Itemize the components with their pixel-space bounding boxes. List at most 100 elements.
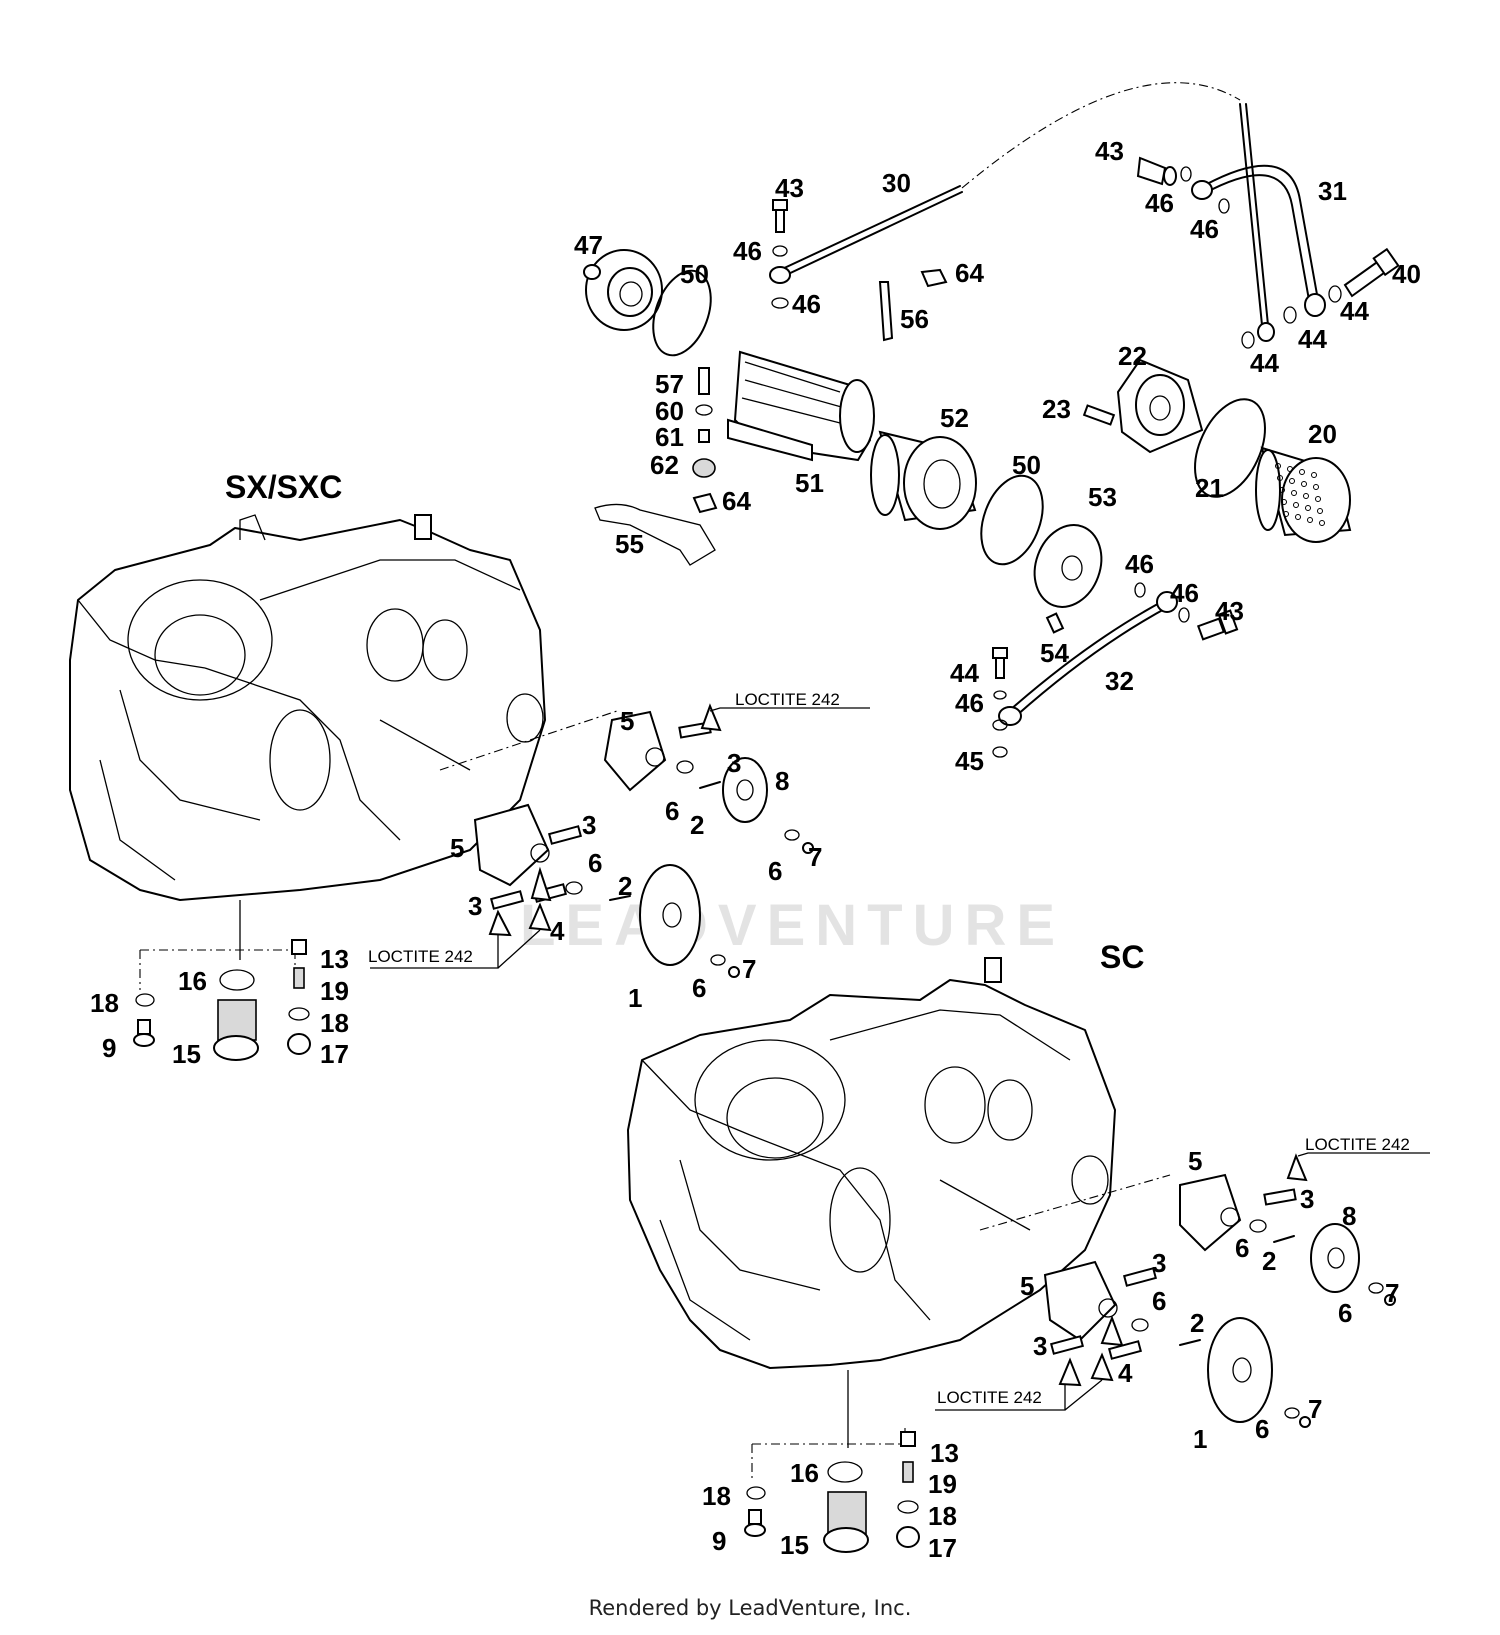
callout-label: 17: [928, 1533, 957, 1563]
plate-56: [594, 503, 716, 566]
callout-label: 6: [692, 973, 706, 1003]
callout-label: 51: [795, 468, 824, 498]
washer-46: [1180, 166, 1192, 182]
callout-numbers: 43 43 30 31 46 46 46 46 47 50 40 64 56 4…: [90, 136, 1421, 1563]
callout-label: 44: [1298, 324, 1327, 354]
loctite-note: LOCTITE 242: [368, 947, 473, 966]
screw-55: [1045, 612, 1065, 634]
strainer-holes: [1275, 463, 1325, 526]
strainer-hole: [1311, 472, 1317, 478]
filter-element-53: [870, 430, 977, 530]
callout-label: 60: [655, 396, 684, 426]
callout-label: 16: [790, 1458, 819, 1488]
callout-label: 30: [882, 168, 911, 198]
callout-label: 3: [1300, 1184, 1314, 1214]
callout-label: 7: [742, 954, 756, 984]
strainer-hole: [1277, 475, 1283, 481]
washer-45: [1283, 306, 1297, 324]
oil-pump-lower-sx: [473, 803, 740, 978]
callout-label: 4: [550, 916, 565, 946]
callout-label: 6: [1255, 1414, 1269, 1444]
callout-label: 17: [320, 1039, 349, 1069]
oil-pump-upper-sc: [1179, 1153, 1396, 1306]
o-ring-51: [980, 474, 1044, 566]
callout-label: 56: [900, 304, 929, 334]
engine-case-sx-sxc: [69, 514, 546, 901]
filter-housing-52: [727, 350, 875, 462]
callout-label: 22: [1118, 341, 1147, 371]
callout-label: 46: [955, 688, 984, 718]
callout-label: 3: [582, 810, 596, 840]
callout-label: 57: [655, 369, 684, 399]
callout-label: 18: [702, 1481, 731, 1511]
callout-label: 6: [588, 848, 602, 878]
filter-cover-50: [583, 249, 663, 331]
o-ring-51: [652, 269, 712, 357]
strainer-hole: [1319, 520, 1325, 526]
callout-label: 44: [950, 658, 979, 688]
callout-label: 31: [1318, 176, 1347, 206]
oil-line-30: [779, 82, 1241, 277]
callout-label: 46: [1170, 578, 1199, 608]
bolt-23: [1082, 404, 1116, 426]
callout-label: 61: [655, 422, 684, 452]
washer-46: [1218, 198, 1230, 214]
callout-label: 46: [792, 289, 821, 319]
callout-label: 62: [650, 450, 679, 480]
callout-label: 64: [722, 486, 751, 516]
callout-label: 64: [955, 258, 984, 288]
callout-label: 23: [1042, 394, 1071, 424]
oil-line-vertical: [1239, 103, 1275, 342]
oil-pump-upper-sx: [603, 703, 814, 854]
callout-label: 9: [102, 1033, 116, 1063]
loctite-note: LOCTITE 242: [1305, 1135, 1410, 1154]
callout-label: 18: [928, 1501, 957, 1531]
strainer-hole: [1305, 505, 1311, 511]
callout-label: 3: [1152, 1248, 1166, 1278]
callout-label: 2: [690, 810, 704, 840]
strainer-hole: [1303, 493, 1309, 499]
callout-label: 19: [928, 1469, 957, 1499]
callout-label: 19: [320, 976, 349, 1006]
clip-64-top: [920, 268, 948, 288]
loctite-note: LOCTITE 242: [937, 1388, 1042, 1407]
strainer-hole: [1287, 466, 1293, 472]
callout-label: 44: [1340, 296, 1369, 326]
engine-case-sc: [627, 957, 1116, 1369]
callout-label: 7: [1308, 1394, 1322, 1424]
washer-46: [1134, 582, 1146, 598]
strainer-hole: [1315, 496, 1321, 502]
strainer-hole: [1275, 463, 1281, 469]
callout-label: 3: [468, 891, 482, 921]
callout-label: 53: [1088, 482, 1117, 512]
callout-label: 5: [450, 833, 464, 863]
strainer-hole: [1299, 469, 1305, 475]
callout-label: 8: [775, 766, 789, 796]
callout-label: 50: [1012, 450, 1041, 480]
strainer-hole: [1281, 499, 1287, 505]
oil-line-32: [998, 591, 1178, 726]
loctite-line: [1297, 1152, 1430, 1157]
watermark-text: LEADVENTURE: [520, 893, 1065, 958]
strainer-hole: [1283, 511, 1289, 517]
axis-dash: [439, 709, 621, 771]
callout-label: 7: [1385, 1278, 1399, 1308]
washer-46: [1178, 607, 1190, 623]
callout-label: 5: [1020, 1271, 1034, 1301]
strainer-hole: [1317, 508, 1323, 514]
callout-label: 46: [1125, 549, 1154, 579]
footer-credit: Rendered by LeadVenture, Inc.: [588, 1596, 912, 1620]
drain-parts-sx: [133, 939, 311, 1061]
section-title-sx-sxc: SX/SXC: [225, 469, 342, 505]
callout-label: 5: [1188, 1146, 1202, 1176]
callout-label: 3: [727, 748, 741, 778]
strainer-20: [1255, 446, 1352, 543]
callout-label: 46: [733, 236, 762, 266]
callout-label: 13: [320, 944, 349, 974]
callout-label: 9: [712, 1526, 726, 1556]
callout-label: 54: [1040, 638, 1069, 668]
callout-label: 6: [1152, 1286, 1166, 1316]
banjo-bolt-43-center: [769, 199, 791, 309]
callout-label: 7: [808, 842, 822, 872]
